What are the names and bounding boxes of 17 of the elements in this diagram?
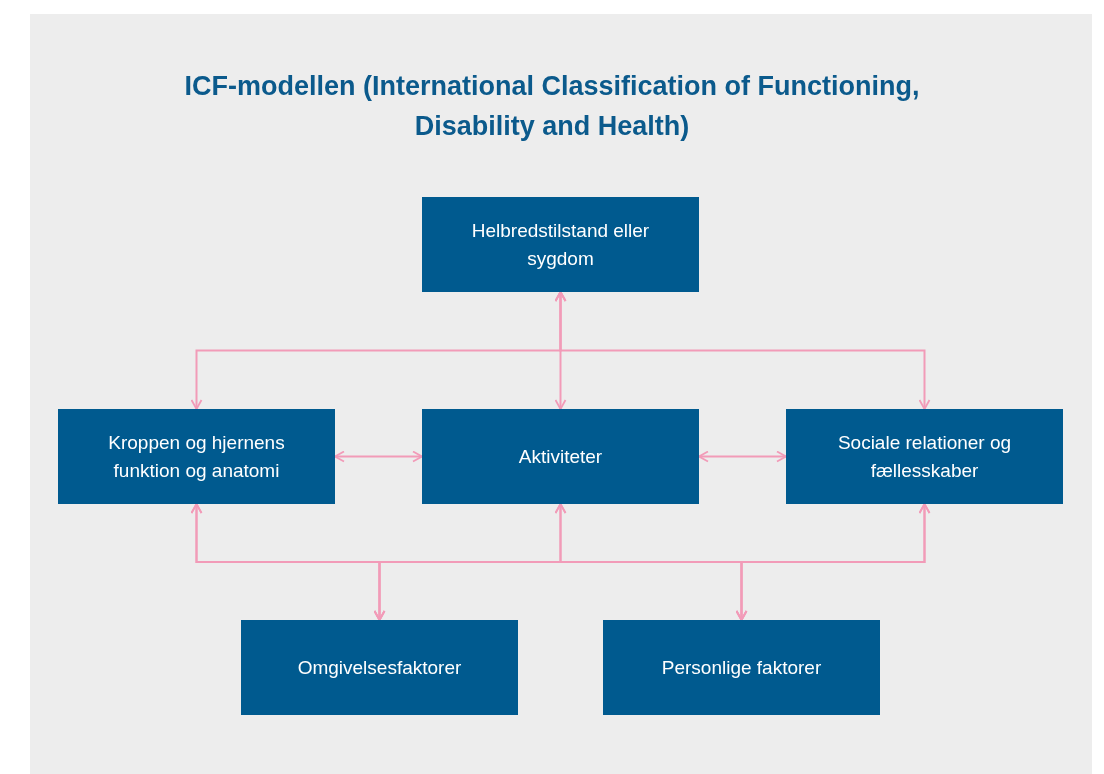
concept-box	[422, 197, 699, 292]
concept-box	[422, 409, 699, 504]
arrow	[334, 450, 423, 463]
box-label: Aktiviteter	[518, 444, 603, 469]
arrow	[735, 503, 931, 621]
box-label: Personlige faktorer	[661, 655, 822, 680]
box-label: Helbredstilstand eller sygdom	[470, 218, 651, 271]
box-label: Kroppen og hjernens funktion og anatomi	[107, 430, 286, 483]
box-label: Omgivelsesfaktorer	[297, 655, 462, 680]
concept-box	[786, 409, 1063, 504]
concept-box	[241, 620, 518, 715]
concept-box	[603, 620, 880, 715]
title: ICF-modellen (International Classification of Functioning, Disability and Health)	[183, 70, 921, 143]
concept-box	[58, 409, 335, 504]
box-label: Sociale relationer og fællesskaber	[836, 430, 1013, 483]
arrow	[554, 291, 931, 410]
arrow	[698, 450, 787, 463]
